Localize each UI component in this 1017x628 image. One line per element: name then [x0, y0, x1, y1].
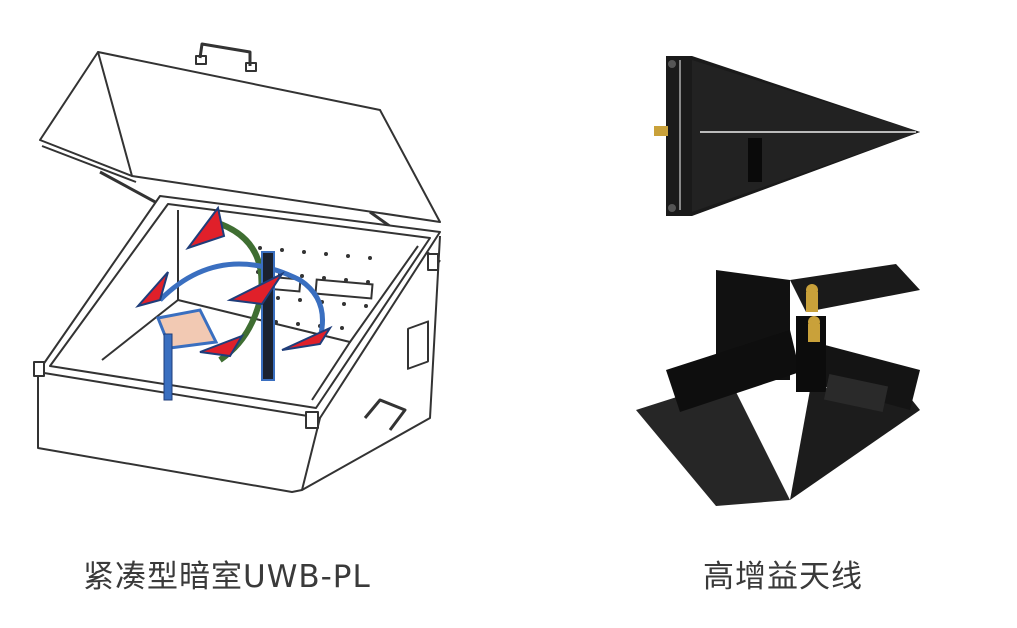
chamber-lid [97, 51, 441, 223]
chamber-caption: 紧凑型暗室UWB-PL [83, 559, 371, 595]
cross-antenna [636, 264, 920, 506]
side-handle [363, 398, 407, 431]
antenna-illustration [636, 56, 920, 506]
antenna-caption: 高增益天线 [703, 559, 863, 595]
lid-handle [198, 42, 252, 66]
chamber-figure [20, 0, 490, 510]
probe-arrows [135, 205, 333, 358]
dut-mast [163, 333, 173, 401]
log-periodic-antenna [654, 56, 920, 216]
chamber-illustration [33, 42, 441, 493]
chamber-rim [37, 195, 441, 419]
blue-rotation-arc [158, 261, 325, 339]
antenna-mast [261, 251, 275, 381]
antenna-figure [620, 0, 950, 520]
chamber-body [37, 235, 441, 493]
